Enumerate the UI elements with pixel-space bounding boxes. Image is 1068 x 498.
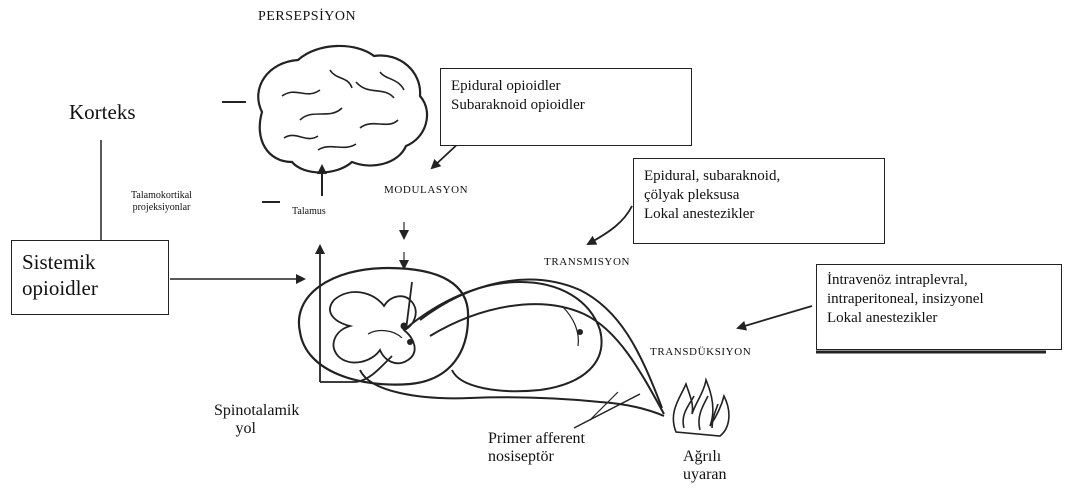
spinotalamik-line-1: Spinotalamik <box>214 402 299 420</box>
talamokortikal-line-1: Talamokortikal <box>131 190 192 202</box>
spinothalamic-tract <box>320 246 412 382</box>
synapse-dot <box>407 339 413 345</box>
systemic-box-line-1: Sistemik <box>22 249 158 275</box>
talamokortikal-label: Talamokortikal projeksiyonlar <box>131 190 192 213</box>
transduction-pointer <box>738 306 812 328</box>
transduction-box: İntravenöz intraplevral, intraperitoneal… <box>816 264 1062 350</box>
brain-icon <box>258 46 427 173</box>
transduction-box-line-2: intraperitoneal, insizyonel <box>827 290 1051 309</box>
agrili-uyaran-label: Ağrılı uyaran <box>683 448 727 485</box>
systemic-box-line-2: opioidler <box>22 275 158 301</box>
ganglion-dot <box>577 329 583 335</box>
korteks-label: Korteks <box>69 100 136 124</box>
persepsiyon-label: PERSEPSİYON <box>258 9 356 25</box>
transmisyon-label: TRANSMISYON <box>544 256 630 269</box>
transmission-pointer <box>588 206 632 244</box>
transmission-box-line-2: çölyak pleksusa <box>644 186 874 205</box>
primer-afferent-label: Primer afferent nosiseptör <box>488 430 585 467</box>
primer-line-2: nosiseptör <box>488 448 585 466</box>
transmission-box: Epidural, subaraknoid, çölyak pleksusa L… <box>633 158 885 244</box>
modulation-box: Epidural opioidler Subaraknoid opioidler <box>440 68 692 146</box>
modulation-box-line-1: Epidural opioidler <box>451 77 681 96</box>
modulasyon-label: MODULASYON <box>384 184 468 197</box>
primer-afferent-pointer <box>574 394 640 428</box>
transduksiyon-label: TRANSDÜKSIYON <box>650 346 751 359</box>
spinal-cord-section <box>299 268 468 385</box>
talamokortikal-line-2: projeksiyonlar <box>131 202 192 214</box>
modulation-box-line-2: Subaraknoid opioidler <box>451 96 681 115</box>
transmission-box-line-3: Lokal anestezikler <box>644 205 874 224</box>
transduction-box-line-1: İntravenöz intraplevral, <box>827 271 1051 290</box>
spinotalamik-label: Spinotalamik yol <box>214 402 299 439</box>
systemic-opioids-box: Sistemik opioidler <box>11 240 169 315</box>
agrili-line-2: uyaran <box>683 466 727 484</box>
flame-icon <box>673 380 729 436</box>
primer-afferent-pointer <box>590 392 618 420</box>
primer-line-1: Primer afferent <box>488 430 585 448</box>
transduction-box-line-3: Lokal anestezikler <box>827 309 1051 328</box>
spinotalamik-line-2: yol <box>214 420 299 438</box>
peripheral-nerve <box>360 280 664 416</box>
talamus-label: Talamus <box>292 206 326 218</box>
agrili-line-1: Ağrılı <box>683 448 727 466</box>
transmission-box-line-1: Epidural, subaraknoid, <box>644 167 874 186</box>
